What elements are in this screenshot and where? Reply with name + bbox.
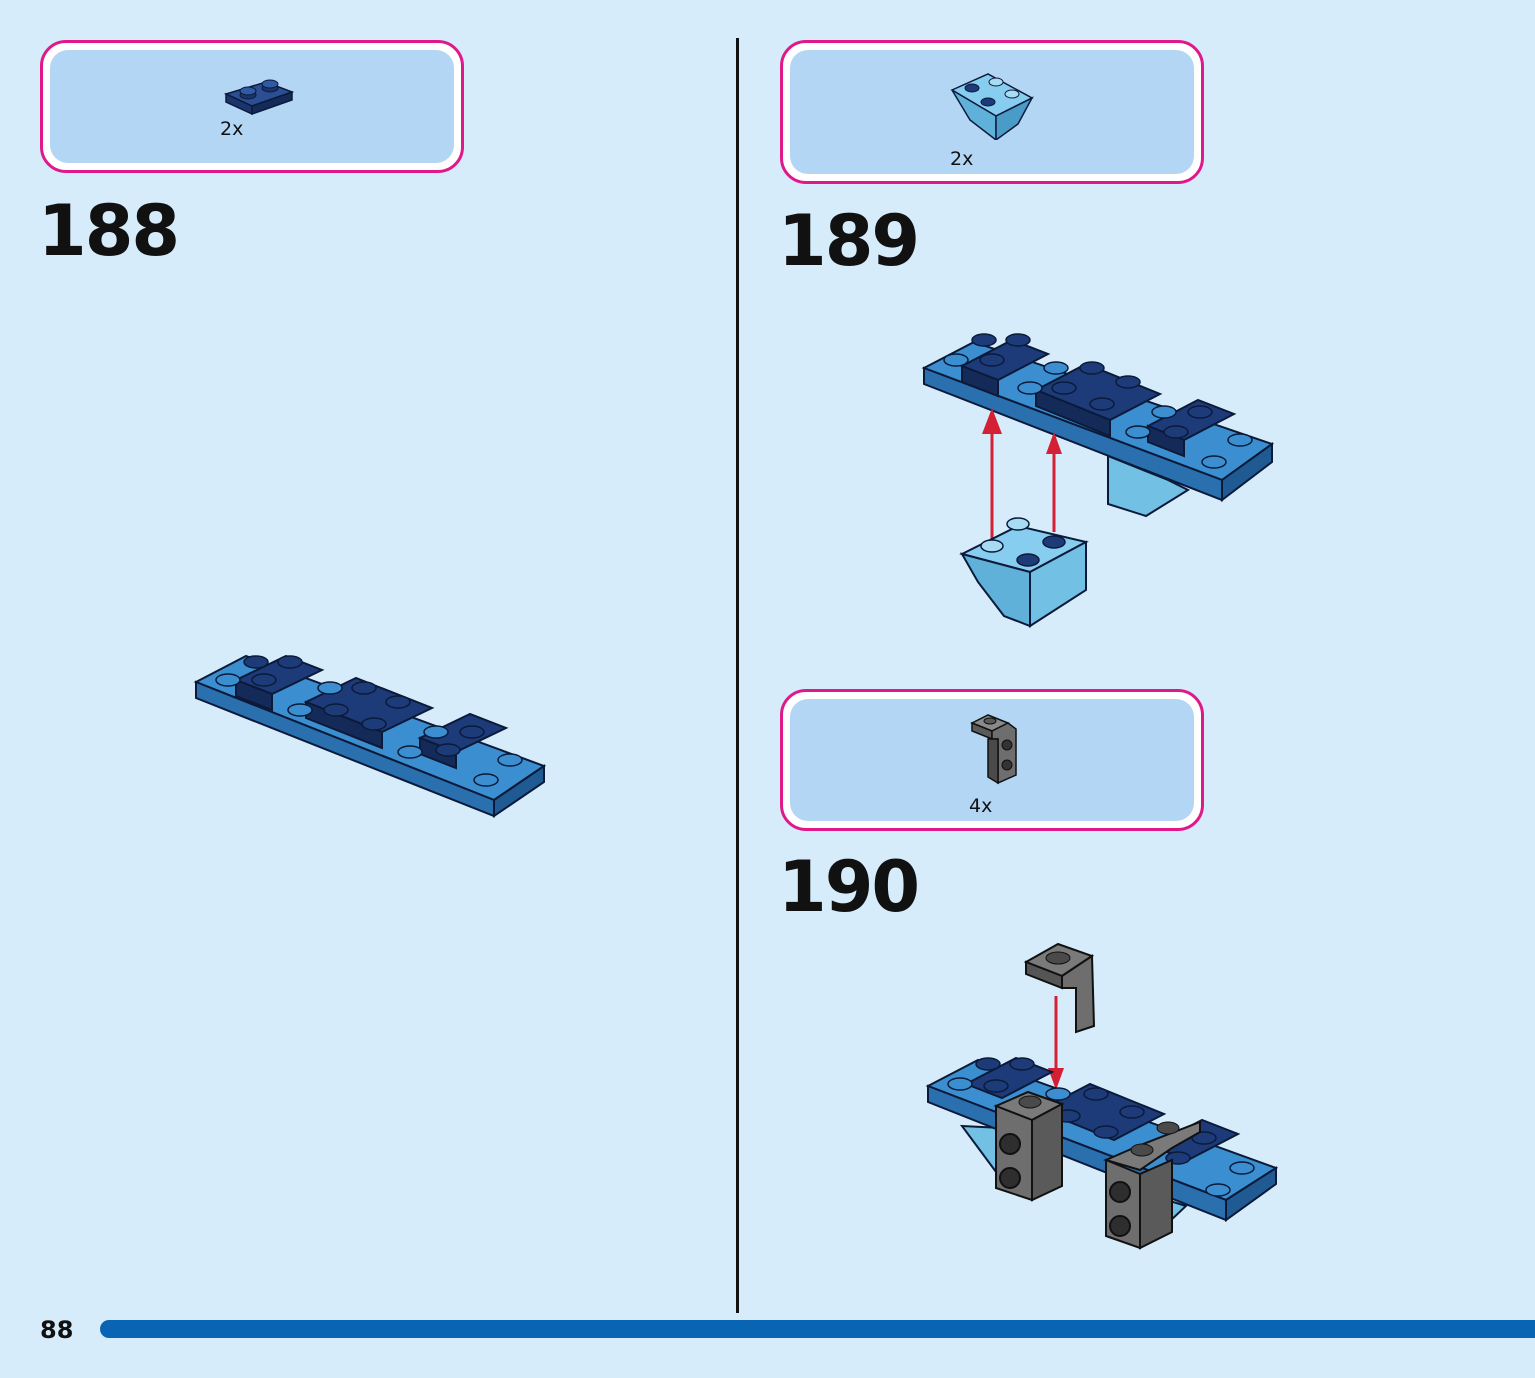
parts-callout-inner: 2x: [50, 50, 454, 163]
parts-callout-188: 2x: [40, 40, 464, 173]
assembly-illustration-190: [925, 942, 1279, 1250]
page-progress-bar: [100, 1320, 1535, 1338]
parts-callout-190: 4x: [780, 689, 1204, 831]
grey-bracket-icon: [970, 714, 1017, 785]
step-number-189: 189: [778, 200, 920, 282]
parts-callout-inner: 2x: [790, 50, 1194, 174]
part-quantity: 2x: [950, 148, 974, 170]
light-blue-inverted-slope-icon: [950, 73, 1034, 140]
step-number-190: 190: [778, 846, 920, 928]
assembly-illustration-189: [921, 333, 1275, 628]
page-number: 88: [40, 1316, 74, 1344]
parts-callout-inner: 4x: [790, 699, 1194, 821]
step-number-188: 188: [38, 190, 180, 272]
column-divider: [736, 38, 739, 1313]
dark-blue-plate-1x2-icon: [223, 79, 295, 116]
assembly-illustration-188: [193, 654, 547, 818]
parts-callout-189: 2x: [780, 40, 1204, 184]
part-quantity: 4x: [969, 795, 993, 817]
part-quantity: 2x: [220, 118, 244, 140]
